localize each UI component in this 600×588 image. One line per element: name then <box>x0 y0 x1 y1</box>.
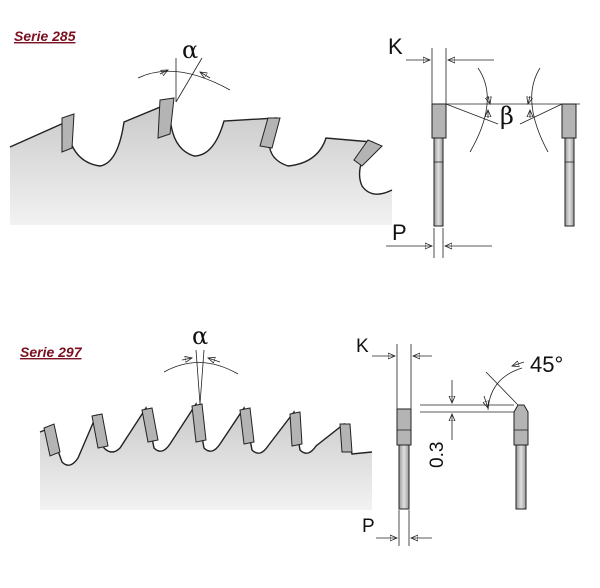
series-285-group: Serie 285 α <box>9 28 580 258</box>
tooth-tip <box>157 97 175 139</box>
tooth-tip <box>353 139 383 167</box>
series-285-label: Serie 285 <box>14 28 76 44</box>
p-dimension-label: P <box>392 220 407 245</box>
tooth-tip <box>43 423 61 457</box>
tooth-tip <box>339 423 353 453</box>
series-285-alpha-annotation: α <box>137 36 231 103</box>
series-297-cross-section: K P 0.3 45° <box>356 336 563 546</box>
series-285-blade-profile <box>9 97 393 225</box>
tooth-tip <box>191 403 207 443</box>
series-297-blade-profile <box>39 402 373 510</box>
chamfer-height-label: 0.3 <box>427 442 448 468</box>
series-285-cross-section: K P β <box>386 34 580 258</box>
tooth-tip <box>239 407 255 445</box>
k-dimension-label: K <box>388 34 403 59</box>
tooth-tip <box>259 117 281 149</box>
p-dimension-label: P <box>362 516 375 537</box>
tooth-tip <box>61 113 75 153</box>
tooth-tip <box>289 411 303 447</box>
tooth-tip <box>141 407 159 443</box>
series-297-group: Serie 297 α <box>20 322 563 546</box>
tooth-tip <box>91 413 109 449</box>
series-297-alpha-annotation: α <box>163 322 239 405</box>
alpha-symbol: α <box>192 322 208 350</box>
chamfer-angle-label: 45° <box>530 352 563 377</box>
beta-symbol: β <box>500 102 514 130</box>
alpha-symbol: α <box>182 36 198 64</box>
k-dimension-label: K <box>356 336 369 357</box>
series-297-label: Serie 297 <box>20 344 83 360</box>
